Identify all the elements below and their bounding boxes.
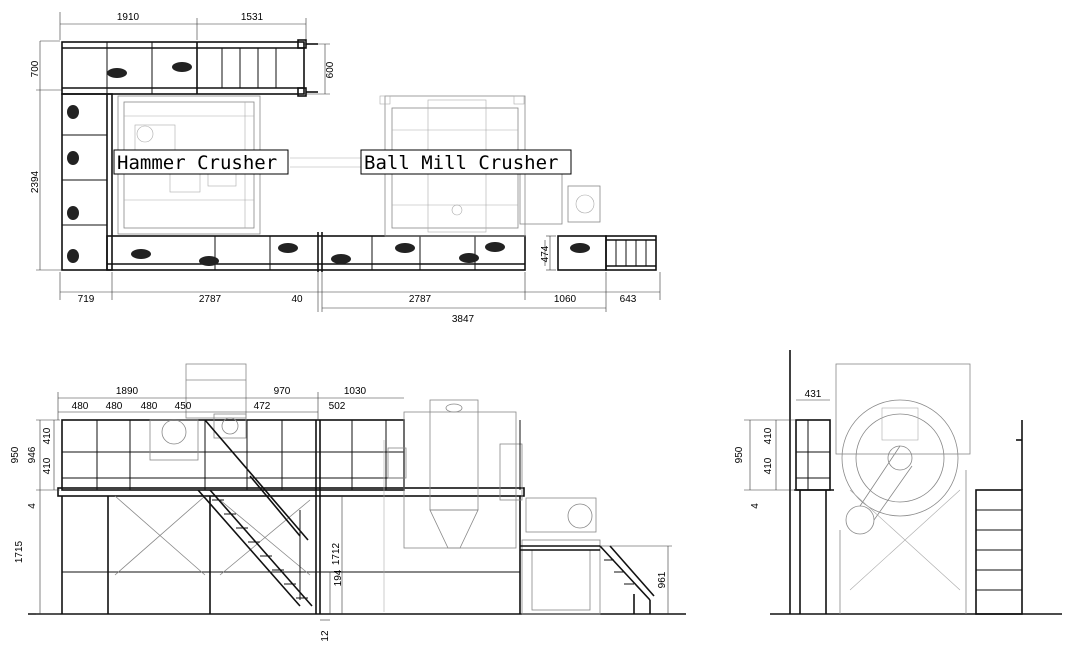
dim-1712: 1712	[331, 542, 342, 565]
dim-946: 946	[27, 446, 38, 463]
dim-950: 950	[10, 446, 21, 463]
front-view: 1890 970 1030 480 480 480 450 472 502 95…	[10, 363, 686, 642]
dim-474: 474	[540, 245, 551, 262]
dim-2787-b: 2787	[409, 294, 432, 305]
dim-1060: 1060	[554, 294, 577, 305]
side-view: 431 950 410 410 4	[734, 350, 1062, 615]
dim-970: 970	[274, 386, 291, 397]
dim-480-c: 480	[141, 401, 158, 412]
dim-600: 600	[325, 61, 336, 78]
dim-450: 450	[175, 401, 192, 412]
dim-643: 643	[620, 294, 637, 305]
top-view: 1910 1531 700 2394 600 474 719 2787 40 2…	[30, 12, 661, 325]
dim-961: 961	[657, 571, 668, 588]
dim-502: 502	[329, 401, 346, 412]
dim-12: 12	[320, 630, 331, 642]
dim-480-a: 480	[72, 401, 89, 412]
side-dim-410-b: 410	[763, 457, 774, 474]
dim-2787-a: 2787	[199, 294, 222, 305]
dim-1890: 1890	[116, 386, 139, 397]
dim-700: 700	[30, 60, 41, 77]
dim-472: 472	[254, 401, 271, 412]
dim-719: 719	[78, 294, 95, 305]
dim-410-a: 410	[42, 427, 53, 444]
dim-3847: 3847	[452, 314, 475, 325]
side-dim-950: 950	[734, 446, 745, 463]
side-dim-4: 4	[750, 503, 761, 509]
dim-1030: 1030	[344, 386, 367, 397]
dim-40: 40	[291, 294, 303, 305]
dim-1531: 1531	[241, 12, 264, 23]
side-dim-410-a: 410	[763, 427, 774, 444]
hammer-crusher-label: Hammer Crusher	[117, 152, 277, 174]
ball-mill-crusher-label: Ball Mill Crusher	[364, 152, 558, 174]
dim-410-b: 410	[42, 457, 53, 474]
dim-1910: 1910	[117, 12, 140, 23]
dim-431: 431	[805, 389, 822, 400]
dim-1715: 1715	[14, 540, 25, 563]
dim-4: 4	[27, 503, 38, 509]
dim-194: 194	[333, 569, 344, 586]
dim-480-b: 480	[106, 401, 123, 412]
dim-2394: 2394	[30, 170, 41, 193]
